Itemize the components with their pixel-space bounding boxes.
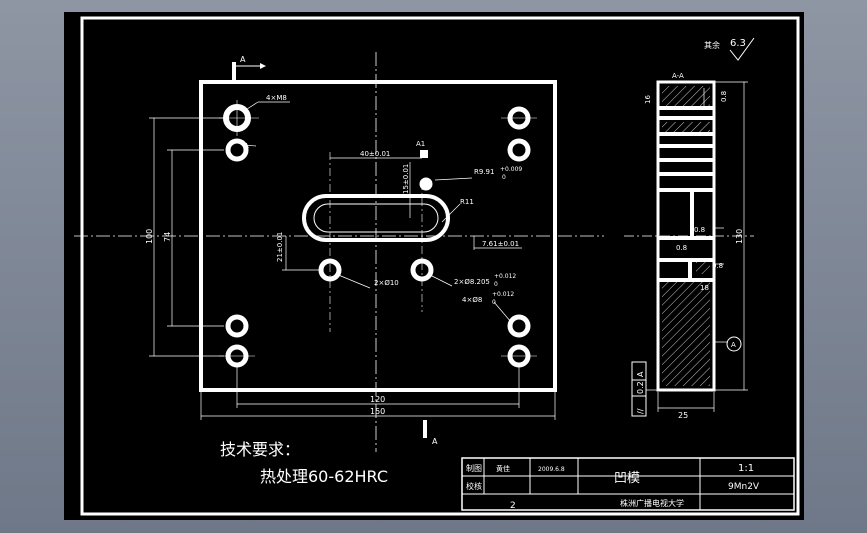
svg-text:2: 2 <box>510 501 516 511</box>
svg-text:0.8: 0.8 <box>720 91 728 102</box>
svg-text:15±0.01: 15±0.01 <box>402 164 410 194</box>
svg-text:A-A: A-A <box>672 72 684 80</box>
svg-text:2×Ø8.205: 2×Ø8.205 <box>454 278 490 286</box>
svg-text:9Mn2V: 9Mn2V <box>728 482 760 492</box>
die-plate-outline <box>199 80 557 392</box>
svg-text:校核: 校核 <box>466 481 482 491</box>
svg-text:130: 130 <box>735 229 744 244</box>
svg-text:A: A <box>240 55 246 64</box>
svg-text://: // <box>636 408 645 414</box>
svg-text:+0.012: +0.012 <box>492 291 514 298</box>
svg-text:120: 120 <box>370 395 385 404</box>
svg-text:100: 100 <box>145 229 154 244</box>
svg-text:0.2: 0.2 <box>636 381 645 394</box>
svg-text:+0.012: +0.012 <box>494 273 516 280</box>
drawing-border <box>80 16 800 516</box>
die-slot <box>302 194 450 242</box>
surface-finish-note: 其余 6.3 <box>704 37 755 61</box>
tech-req-line1: 热处理60-62HRC <box>260 467 388 486</box>
svg-text:1:1: 1:1 <box>738 463 754 474</box>
svg-text:黄佳: 黄佳 <box>496 464 510 473</box>
svg-text:4×M8: 4×M8 <box>266 94 287 102</box>
svg-text:21±0.01: 21±0.01 <box>276 232 284 262</box>
svg-text:25: 25 <box>678 411 688 420</box>
svg-text:2009.6.8: 2009.6.8 <box>538 466 565 473</box>
svg-text:7.61±0.01: 7.61±0.01 <box>482 240 519 248</box>
svg-text:74: 74 <box>163 232 172 242</box>
svg-text:R11: R11 <box>460 198 474 206</box>
parallelism-frame: // 0.2 A <box>631 361 658 417</box>
technical-requirements: 技术要求： 热处理60-62HRC <box>220 440 388 486</box>
svg-text:16: 16 <box>644 95 652 104</box>
svg-text:R9.91: R9.91 <box>474 168 494 176</box>
svg-text:150: 150 <box>370 407 385 416</box>
plan-view: A A <box>74 52 604 452</box>
svg-text:A: A <box>636 371 645 377</box>
svg-text:0: 0 <box>502 174 506 181</box>
svg-text:+0.009: +0.009 <box>500 166 522 173</box>
svg-text:凹模: 凹模 <box>614 471 640 486</box>
svg-text:0.8: 0.8 <box>694 226 705 234</box>
pin-holes <box>318 177 434 282</box>
svg-text:A: A <box>432 437 438 446</box>
tech-req-title: 技术要求： <box>220 440 300 459</box>
svg-text:40±0.01: 40±0.01 <box>360 150 390 158</box>
section-marker-bottom <box>423 420 427 438</box>
datum-a-circle <box>726 336 742 352</box>
svg-text:A: A <box>244 142 249 150</box>
drawing-sheet: 其余 6.3 A A <box>64 12 804 520</box>
svg-text:其余: 其余 <box>704 40 720 50</box>
svg-text:株洲广播电视大学: 株洲广播电视大学 <box>620 498 684 508</box>
svg-text:18: 18 <box>700 284 709 292</box>
section-marker-top <box>232 62 236 80</box>
svg-text:制图: 制图 <box>466 463 482 473</box>
title-block: 制图 黄佳 2009.6.8 凹模 1:1 校核 9Mn2V 2 株洲广播电视大… <box>461 457 795 511</box>
svg-text:0.8: 0.8 <box>712 262 723 270</box>
svg-text:4×Ø8: 4×Ø8 <box>462 296 482 304</box>
svg-text:2×Ø10: 2×Ø10 <box>374 279 399 287</box>
svg-text:0.8: 0.8 <box>676 244 687 252</box>
svg-text:0: 0 <box>492 299 496 306</box>
svg-text:0: 0 <box>494 281 498 288</box>
svg-text:A1: A1 <box>416 140 425 148</box>
svg-text:6.3: 6.3 <box>730 38 746 49</box>
svg-text:A: A <box>731 341 736 349</box>
section-view: A-A <box>624 72 754 420</box>
